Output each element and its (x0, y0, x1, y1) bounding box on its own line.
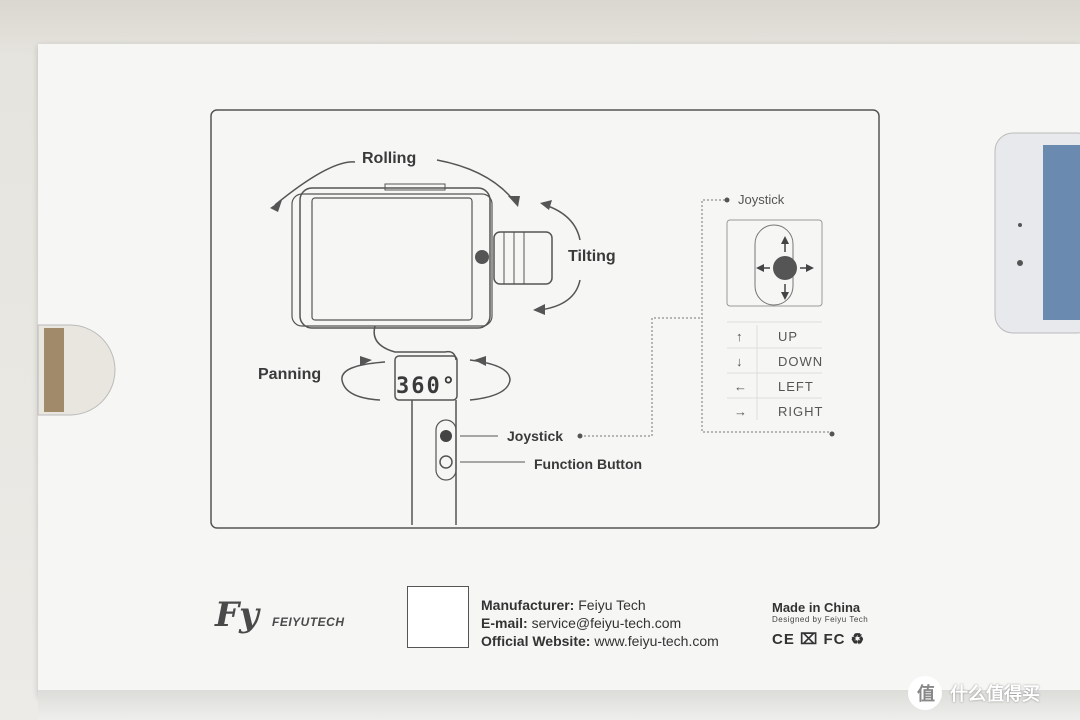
direction-left-label: LEFT (778, 379, 814, 394)
rolling-arrowhead-right (508, 196, 520, 207)
rolling-label: Rolling (362, 150, 417, 167)
email-value: service@feiyu-tech.com (531, 615, 682, 631)
panning-arrowhead-right (474, 356, 486, 366)
rolling-arrow-right (436, 159, 516, 203)
tilt-motor (493, 231, 553, 285)
box-bottom-edge (38, 690, 1080, 720)
website-value: www.feiyu-tech.com (594, 633, 719, 649)
joystick-panel-bracket (701, 199, 832, 433)
diagram-frame (210, 109, 880, 529)
panel-title-dot (724, 197, 730, 203)
phone-home-button (475, 250, 489, 264)
direction-down-label: DOWN (778, 354, 824, 369)
phone-camera-dot (1018, 223, 1022, 227)
manufacturer-line: Manufacturer: Feiyu Tech (481, 597, 646, 613)
pan-degrees-label: 360° (396, 374, 457, 399)
handle-joystick (440, 430, 452, 442)
handle-control-panel (435, 419, 457, 481)
tilting-label: Tilting (568, 248, 616, 265)
gimbal-arm (373, 325, 457, 361)
direction-up-label: UP (778, 329, 799, 344)
phone-screen (311, 197, 473, 321)
phone-clamp (291, 193, 493, 327)
watermark-badge-glyph: 值 (917, 684, 935, 704)
watermark-text: 什么值得买 (950, 684, 1040, 704)
email-label: E-mail: (481, 615, 528, 631)
qr-code (407, 586, 469, 648)
joystick-label: Joystick (507, 428, 564, 444)
left-arrow-icon: ← (734, 379, 748, 394)
tilting-arrowhead-bottom (533, 304, 545, 315)
joystick-closeup-arrows (760, 240, 810, 296)
feiyutech-logo: Fy (215, 595, 259, 635)
manufacturer-label: Manufacturer: (481, 597, 575, 613)
tilting-arrow-bottom (539, 279, 581, 311)
brand-name: FEIYUTECH (272, 615, 345, 629)
joystick-panel-connector (580, 317, 702, 437)
joystick-arrow-left-icon (756, 264, 764, 272)
joystick-arrow-down-icon (781, 292, 789, 300)
joystick-arrow-right-icon (806, 264, 814, 272)
panning-arc-left (341, 361, 386, 401)
phone-outline (299, 187, 491, 329)
phone-sensor-dot (1017, 260, 1023, 266)
down-arrow-icon: ↓ (736, 354, 744, 369)
panel-bracket-dot (829, 431, 835, 437)
certification-marks: CE ⌧ FC ♻ (772, 631, 866, 648)
pan-motor (394, 355, 458, 401)
gimbal-handle (411, 400, 457, 525)
joystick-arrow-up-icon (781, 236, 789, 244)
connector-dot (577, 433, 583, 439)
function-button-label: Function Button (534, 456, 643, 472)
watermark-badge (908, 676, 942, 710)
website-line: Official Website: www.feiyu-tech.com (481, 633, 719, 649)
panning-label: Panning (258, 366, 322, 383)
designed-by: Designed by Feiyu Tech (772, 615, 869, 624)
up-arrow-icon: ↑ (736, 329, 744, 344)
rolling-arrowhead-left (270, 200, 282, 212)
joystick-panel-title: Joystick (738, 192, 785, 207)
joystick-closeup-stick (773, 256, 797, 280)
phone-clamp-top (384, 183, 446, 191)
right-arrow-icon: → (734, 404, 748, 419)
tilting-arrowhead-top (540, 200, 552, 210)
website-label: Official Website: (481, 633, 591, 649)
joystick-closeup-frame (726, 219, 823, 307)
box-cardboard-edge (44, 328, 64, 412)
phone-screen-image (1043, 145, 1080, 320)
panning-arrowhead-left (360, 356, 372, 366)
direction-right-label: RIGHT (778, 404, 824, 419)
manufacturer-value: Feiyu Tech (578, 597, 646, 613)
made-in-china: Made in China (772, 600, 861, 615)
rolling-arrow-left (274, 161, 356, 206)
handle-function-button (439, 455, 453, 469)
email-line: E-mail: service@feiyu-tech.com (481, 615, 681, 631)
panning-arc-right (469, 359, 511, 401)
